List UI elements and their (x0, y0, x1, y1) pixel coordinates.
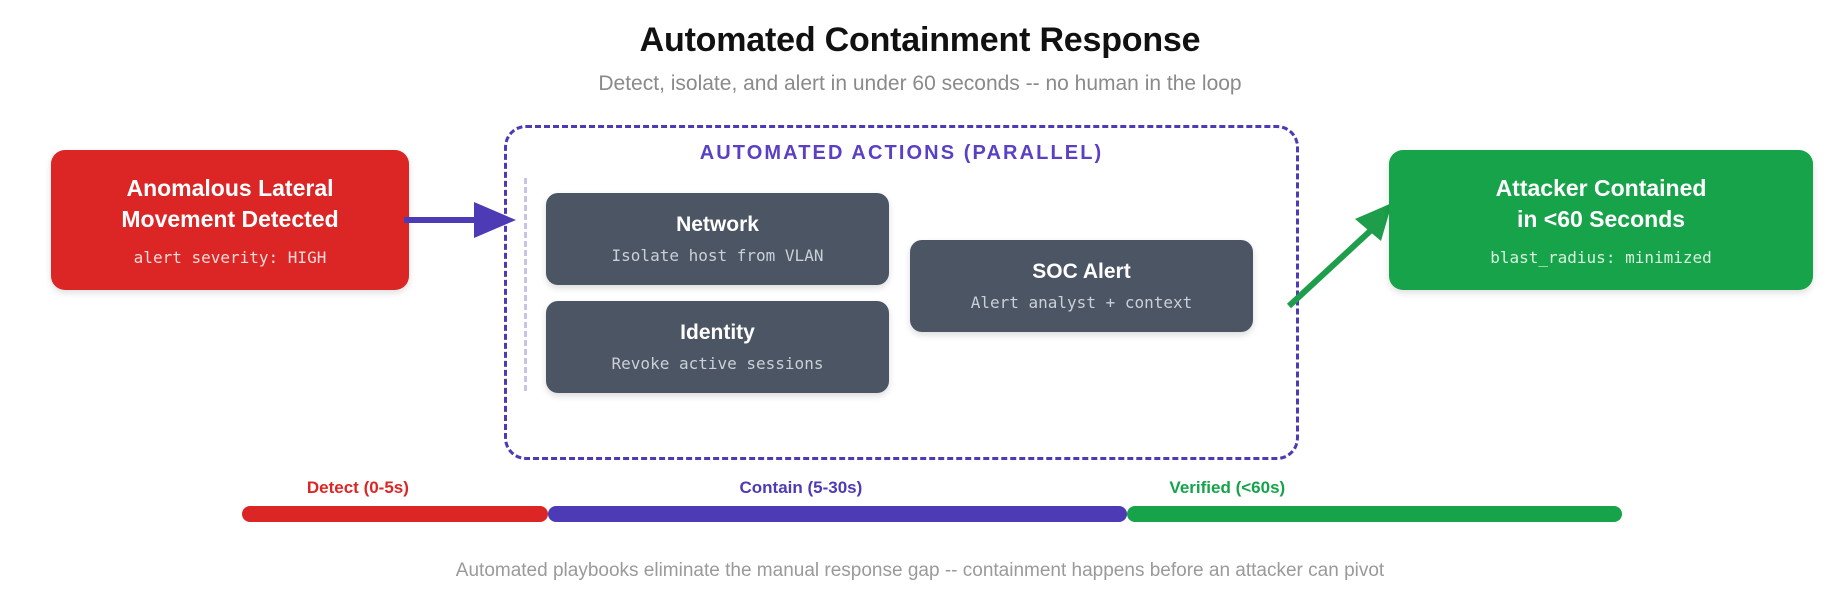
action-card-title: Network (676, 213, 759, 236)
trigger-node-card[interactable]: Anomalous Lateral Movement Detected aler… (51, 150, 409, 290)
outcome-node-meta: blast_radius: minimized (1490, 247, 1712, 267)
timeline-segment (1126, 506, 1622, 522)
action-card-description: Isolate host from VLAN (611, 246, 824, 265)
action-card-soc-alert[interactable]: SOC Alert Alert analyst + context (910, 240, 1253, 332)
timeline-segment (242, 506, 549, 522)
trigger-node-title: Anomalous Lateral Movement Detected (121, 175, 339, 232)
page-subtitle: Detect, isolate, and alert in under 60 s… (598, 72, 1242, 95)
arrow-right-icon (404, 202, 516, 238)
action-card-network[interactable]: Network Isolate host from VLAN (546, 193, 889, 285)
outcome-node-card[interactable]: Attacker Contained in <60 Seconds blast_… (1389, 150, 1813, 290)
action-card-title: Identity (680, 321, 755, 344)
outcome-node-title: Attacker Contained in <60 Seconds (1495, 175, 1707, 232)
action-card-description: Alert analyst + context (970, 293, 1193, 312)
page-title: Automated Containment Response (639, 21, 1201, 59)
phase-timeline: Detect (0-5s) Contain (5-30s) Verified (<6… (242, 478, 1622, 528)
timeline-segment (548, 506, 1127, 522)
action-card-title: SOC Alert (1032, 260, 1131, 283)
arrow-up-right-icon (1286, 203, 1392, 309)
timeline-segment-label: Verified (<60s) (1169, 478, 1286, 497)
parallel-actions-container (504, 125, 1299, 460)
trigger-node-meta: alert severity: HIGH (133, 247, 327, 267)
action-card-identity[interactable]: Identity Revoke active sessions (546, 301, 889, 393)
action-card-description: Revoke active sessions (611, 354, 824, 373)
timeline-segment-label: Detect (0-5s) (306, 478, 409, 497)
footer-note: Automated playbooks eliminate the manual… (455, 560, 1385, 581)
parallel-branch-spine (524, 178, 527, 391)
timeline-segment-label: Contain (5-30s) (739, 478, 863, 497)
parallel-actions-heading: AUTOMATED ACTIONS (PARALLEL) (699, 142, 1104, 164)
